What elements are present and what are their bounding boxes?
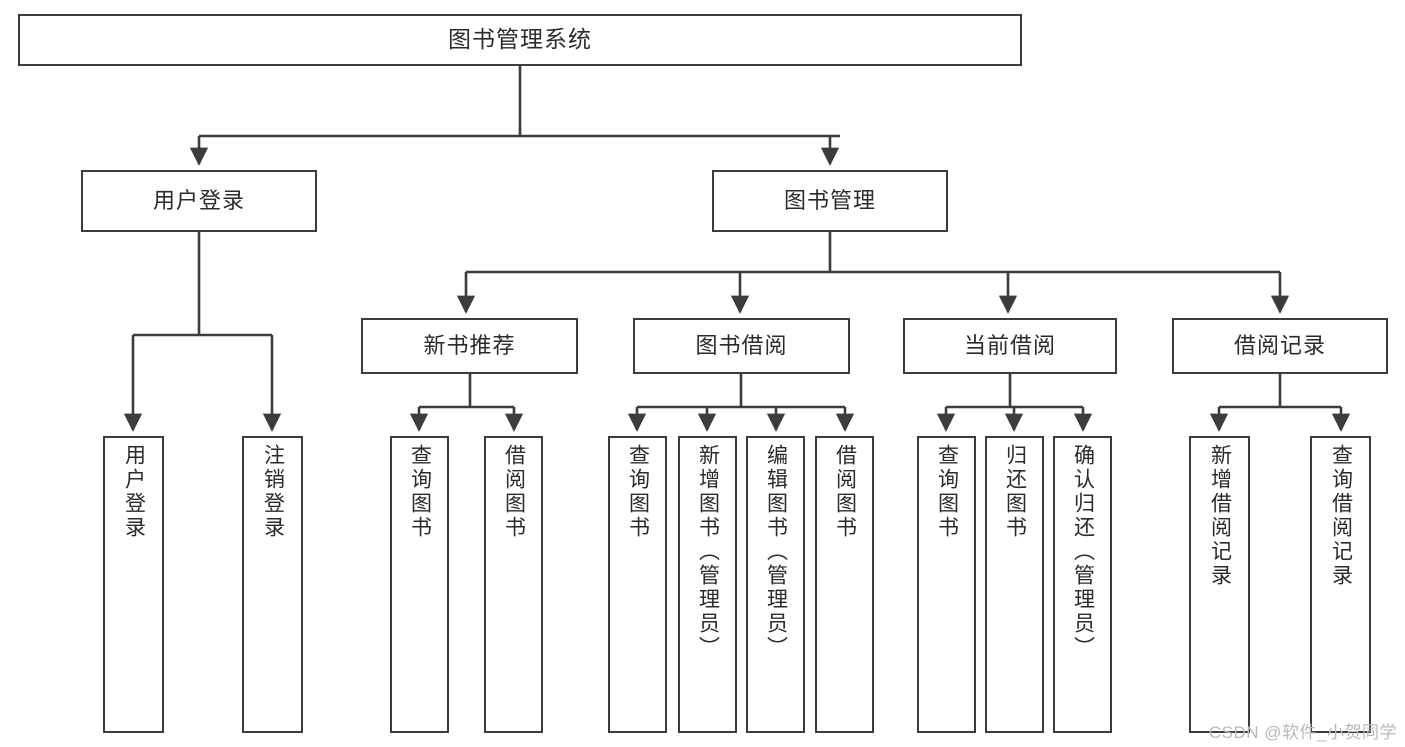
leaf-add-book-admin-label: 新增图书（管理员） [696,444,720,660]
node-book-borrow-label: 图书借阅 [695,332,788,358]
leaf-confirm-return-admin-label: 确认归还（管理员） [1071,444,1095,660]
leaf-add-borrow-record-label: 新增借阅记录 [1208,444,1232,588]
node-borrow-records[interactable]: 借阅记录 [1172,318,1388,374]
leaf-logout[interactable]: 注销登录 [242,436,303,733]
node-current-borrow-label: 当前借阅 [963,332,1056,358]
leaf-add-book-admin[interactable]: 新增图书（管理员） [678,436,737,733]
node-book-management[interactable]: 图书管理 [712,170,948,232]
leaf-query-book-borrow-label: 查询图书 [626,444,650,540]
leaf-query-book-borrow[interactable]: 查询图书 [608,436,667,733]
leaf-query-borrow-record-label: 查询借阅记录 [1329,444,1353,588]
leaf-add-borrow-record[interactable]: 新增借阅记录 [1189,436,1250,733]
watermark: CSDN @软件_小贺同学 [1208,723,1397,742]
node-new-book-recommend[interactable]: 新书推荐 [361,318,578,374]
node-borrow-records-label: 借阅记录 [1233,332,1326,358]
leaf-query-book-recommend-label: 查询图书 [408,444,432,540]
leaf-return-book[interactable]: 归还图书 [985,436,1044,733]
node-user-login-label: 用户登录 [152,187,245,213]
leaf-query-book-recommend[interactable]: 查询图书 [390,436,449,733]
leaf-edit-book-admin-label: 编辑图书（管理员） [764,444,788,660]
node-book-borrow[interactable]: 图书借阅 [633,318,850,374]
node-current-borrow[interactable]: 当前借阅 [903,318,1117,374]
node-root[interactable]: 图书管理系统 [18,14,1022,66]
node-user-login[interactable]: 用户登录 [81,170,317,232]
leaf-user-login-label: 用户登录 [122,444,146,540]
node-new-book-recommend-label: 新书推荐 [423,332,516,358]
leaf-user-login[interactable]: 用户登录 [103,436,164,733]
leaf-borrow-book-label: 借阅图书 [833,444,857,540]
leaf-borrow-book[interactable]: 借阅图书 [815,436,874,733]
leaf-query-borrow-record[interactable]: 查询借阅记录 [1310,436,1371,733]
node-book-management-label: 图书管理 [783,187,876,213]
leaf-logout-label: 注销登录 [261,444,285,540]
leaf-confirm-return-admin[interactable]: 确认归还（管理员） [1053,436,1112,733]
leaf-query-book-current[interactable]: 查询图书 [917,436,976,733]
leaf-query-book-current-label: 查询图书 [935,444,959,540]
leaf-return-book-label: 归还图书 [1003,444,1027,540]
node-root-label: 图书管理系统 [448,26,592,53]
leaf-edit-book-admin[interactable]: 编辑图书（管理员） [746,436,805,733]
leaf-borrow-book-recommend[interactable]: 借阅图书 [484,436,543,733]
leaf-borrow-book-recommend-label: 借阅图书 [502,444,526,540]
